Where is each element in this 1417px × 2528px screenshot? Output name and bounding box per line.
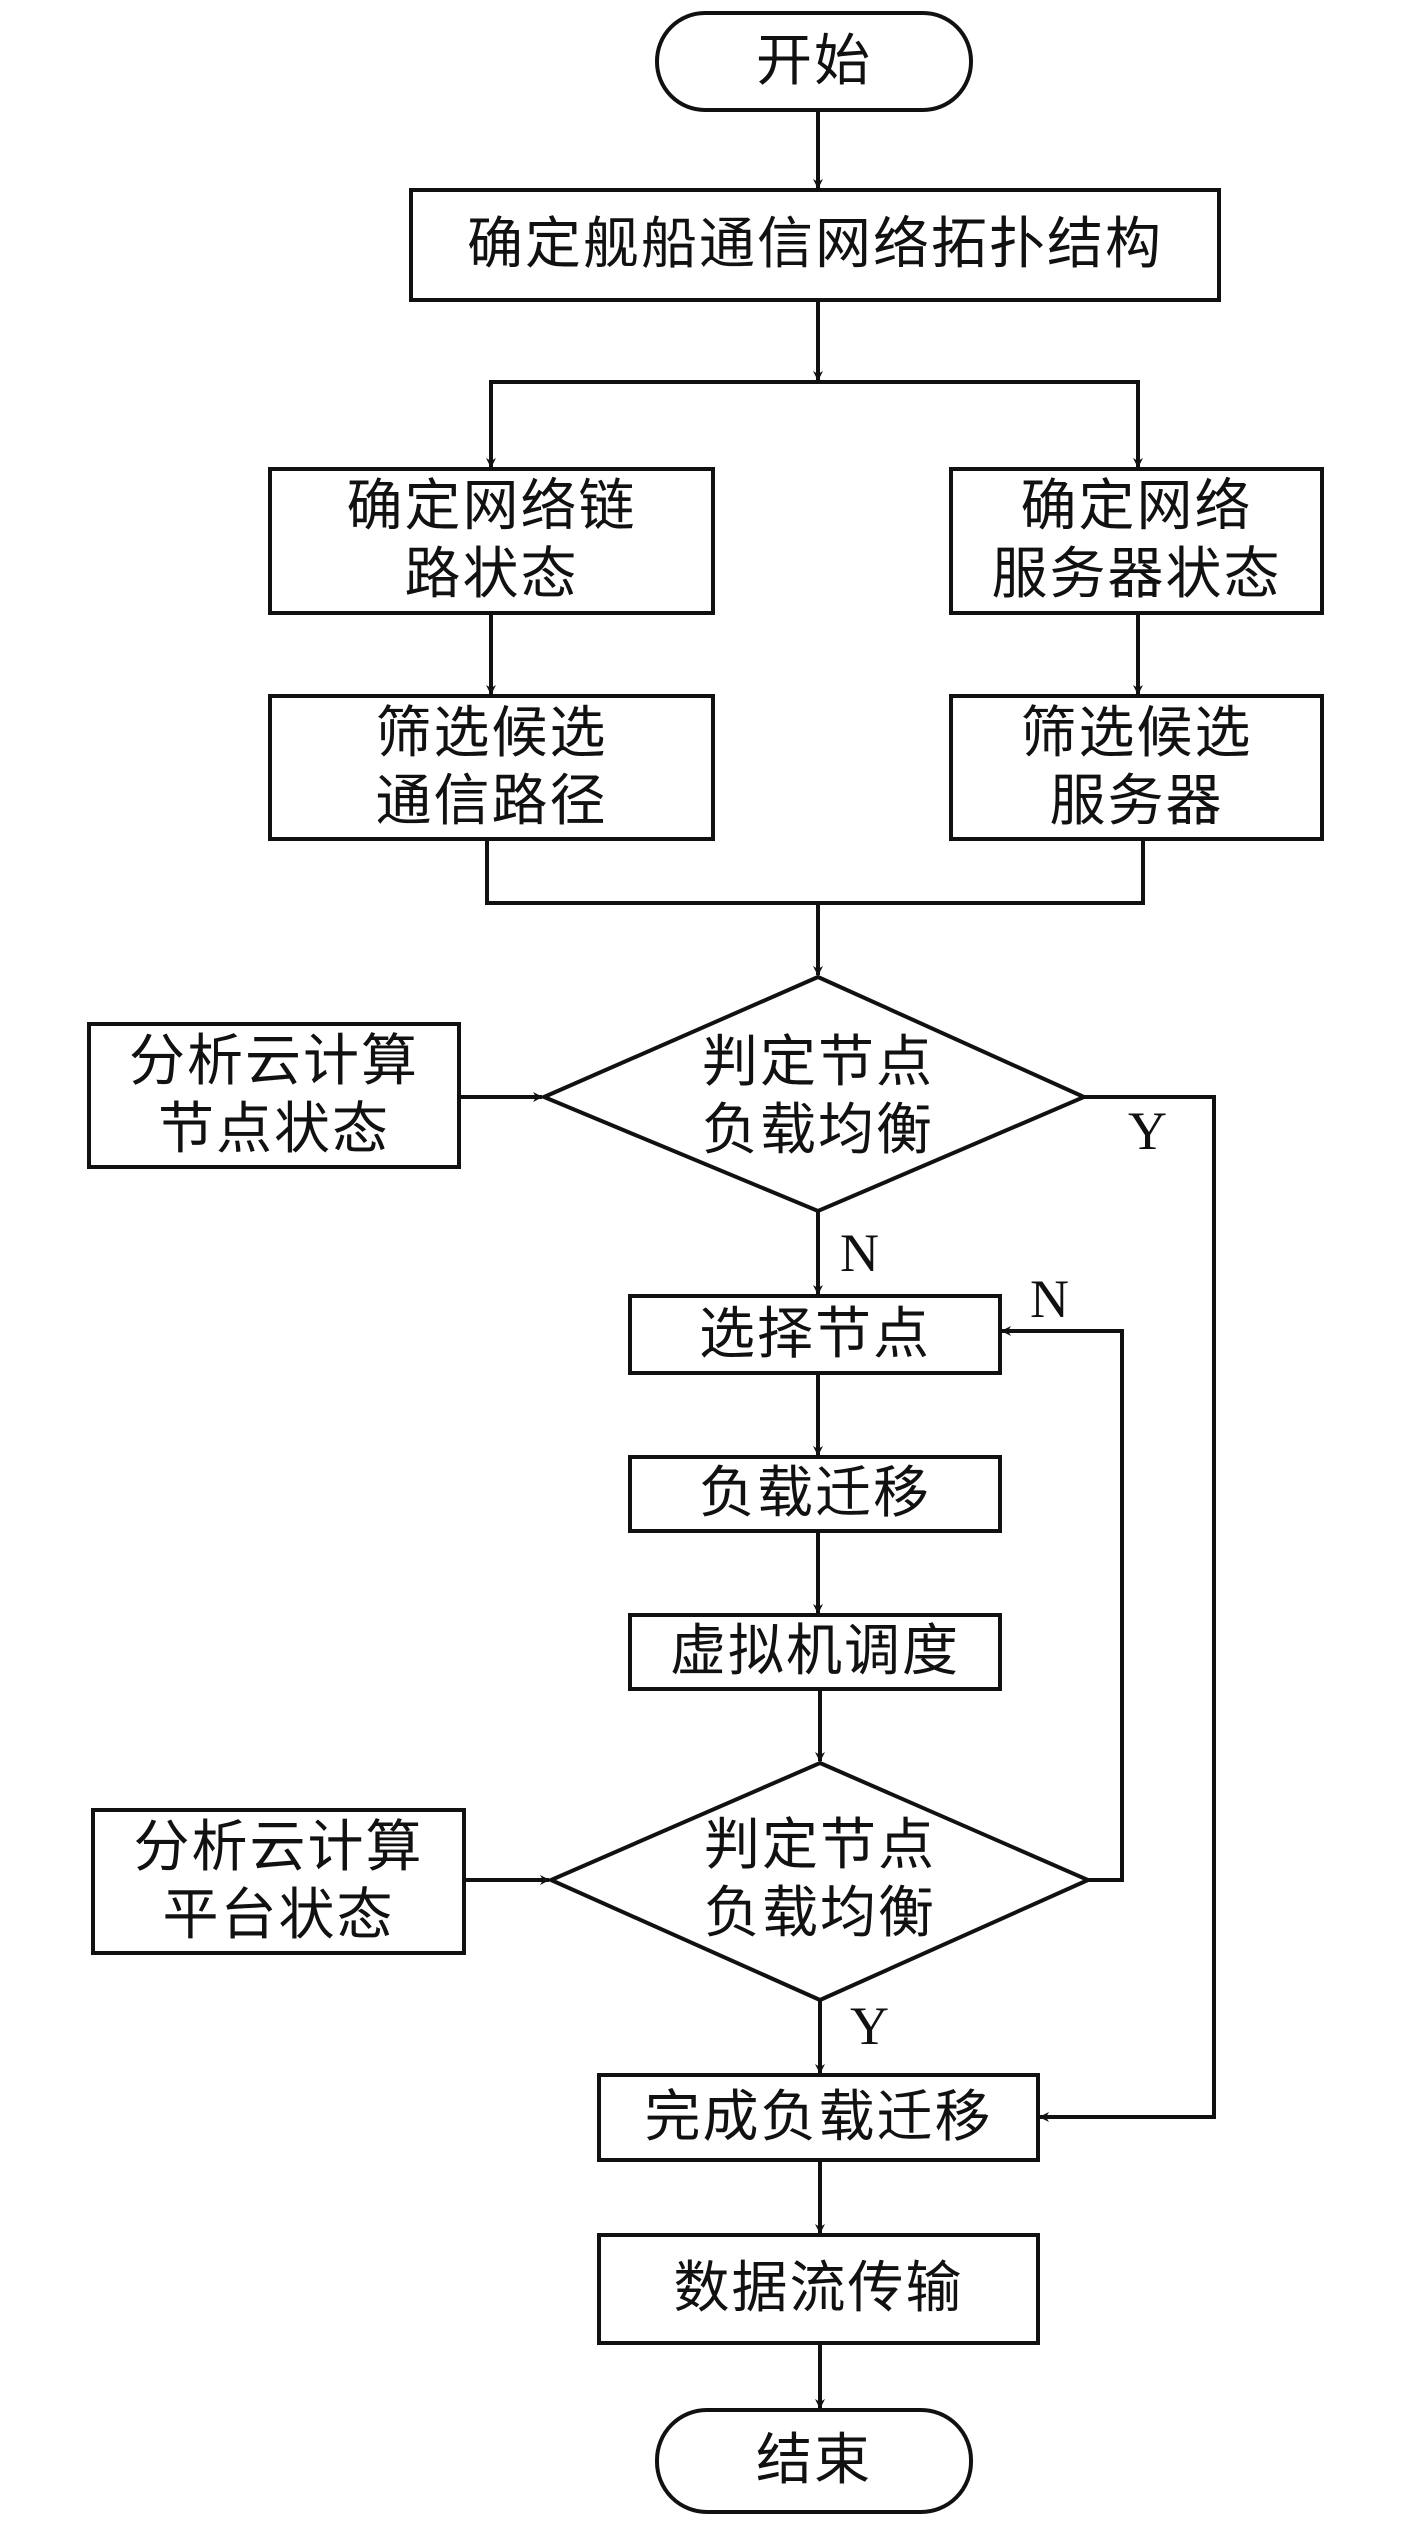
filter-servers-label: 筛选候选 服务器 bbox=[1020, 700, 1253, 834]
data-flow-label: 数据流传输 bbox=[673, 2256, 964, 2321]
decision2-yes-label: Y bbox=[850, 1996, 889, 2056]
platform-state-label: 分析云计算 平台状态 bbox=[133, 1814, 424, 1948]
decision1-no-label: N bbox=[840, 1223, 879, 1283]
complete-label: 完成负载迁移 bbox=[644, 2084, 993, 2150]
arrow-decision2-no-loop bbox=[1001, 1326, 1124, 1882]
load-migration-box bbox=[628, 1455, 1002, 1533]
filter-servers-box bbox=[949, 694, 1324, 841]
topology-box bbox=[409, 188, 1221, 302]
select-node-box bbox=[628, 1294, 1002, 1375]
decision1-yes-label: Y bbox=[1128, 1101, 1167, 1161]
load-migration-label: 负载迁移 bbox=[699, 1461, 931, 1526]
server-state-label: 确定网络 服务器状态 bbox=[991, 474, 1282, 607]
node-state-label: 分析云计算 节点状态 bbox=[129, 1028, 419, 1162]
end-label: 结束 bbox=[756, 2428, 872, 2493]
vm-schedule-box bbox=[628, 1613, 1002, 1691]
select-node-label: 选择节点 bbox=[699, 1301, 931, 1367]
topology-label: 确定舰船通信网络拓扑结构 bbox=[467, 212, 1163, 277]
decision1-label: 判定节点 负载均衡 bbox=[702, 1030, 934, 1163]
split-line bbox=[489, 380, 1140, 467]
filter-paths-box bbox=[268, 694, 715, 841]
link-state-label: 确定网络链 路状态 bbox=[346, 474, 637, 607]
start-label: 开始 bbox=[756, 28, 872, 94]
decision2-no-label: N bbox=[1030, 1269, 1069, 1329]
start-terminal bbox=[655, 11, 973, 112]
filter-paths-label: 筛选候选 通信路径 bbox=[375, 700, 608, 834]
vm-schedule-label: 虚拟机调度 bbox=[670, 1619, 960, 1684]
decision2-label: 判定节点 负载均衡 bbox=[704, 1813, 936, 1946]
merge-line bbox=[485, 839, 1145, 905]
arrow-decision1-yes bbox=[1039, 1095, 1216, 2122]
end-terminal bbox=[655, 2408, 973, 2514]
